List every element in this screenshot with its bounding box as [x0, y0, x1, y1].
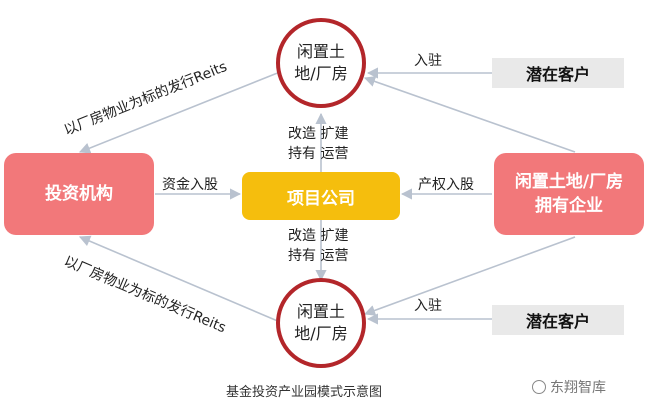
watermark: 东翔智库 [532, 377, 606, 397]
ops-top-label: 改造 扩建 持有 运营 [288, 124, 348, 164]
property-share-label: 产权入股 [418, 177, 474, 193]
potential-client-top-label: 潜在客户 [525, 65, 590, 84]
idle-land-top-circle: 闲置土地/厂房 [276, 18, 366, 108]
ops-bottom-label: 改造 扩建 持有 运营 [288, 226, 348, 266]
watermark-text: 东翔智库 [550, 380, 606, 396]
potential-client-bottom-label: 潜在客户 [525, 312, 590, 331]
diagram-caption: 基金投资产业园模式示意图 [226, 385, 383, 400]
investor-label: 投资机构 [45, 184, 113, 204]
capital-share-label: 资金入股 [162, 177, 218, 193]
potential-client-top-box: 潜在客户 [492, 58, 624, 88]
idle-land-bottom-label: 闲置土地/厂房 [294, 302, 348, 343]
ops-top-line1: 改造 扩建 [288, 126, 349, 142]
ops-bottom-line2: 持有 运营 [288, 248, 349, 264]
idle-land-top-label: 闲置土地/厂房 [294, 42, 348, 83]
owner-company-label: 闲置土地/厂房拥有企业 [514, 172, 624, 216]
ops-bottom-line1: 改造 扩建 [288, 228, 349, 244]
project-company-label: 项目公司 [287, 188, 355, 209]
ops-top-line2: 持有 运营 [288, 146, 349, 162]
arrow-owner-to-land-bottom [363, 236, 576, 316]
enter-bottom-label: 入驻 [414, 298, 442, 314]
project-company-box: 项目公司 [242, 172, 400, 220]
owner-company-box: 闲置土地/厂房拥有企业 [494, 153, 644, 235]
watermark-logo-icon [532, 380, 546, 394]
potential-client-bottom-box: 潜在客户 [492, 305, 624, 335]
idle-land-bottom-circle: 闲置土地/厂房 [276, 278, 366, 368]
investor-box: 投资机构 [4, 153, 154, 235]
arrow-land-bottom-to-investor [78, 235, 281, 323]
arrow-owner-to-land-top [363, 76, 576, 153]
enter-top-label: 入驻 [414, 53, 442, 69]
arrow-land-top-to-investor [78, 71, 281, 154]
